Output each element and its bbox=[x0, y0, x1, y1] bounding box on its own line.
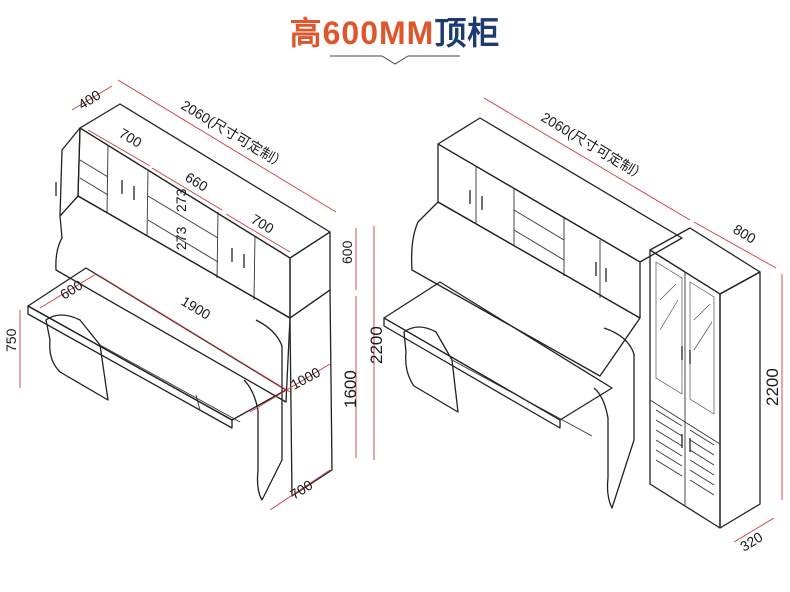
left-dim-bed-depth: 1000 bbox=[288, 364, 323, 393]
left-dim-top-height: 600 bbox=[339, 240, 355, 264]
title-underline bbox=[330, 55, 460, 65]
right-unit bbox=[383, 97, 783, 543]
page-title: 高600MM顶柜 bbox=[0, 8, 790, 54]
bookcase-side bbox=[719, 271, 761, 529]
right-desk-edge bbox=[383, 317, 561, 429]
left-unit bbox=[19, 79, 375, 511]
right-desk-leg bbox=[403, 326, 459, 413]
left-dim-desk-height: 750 bbox=[3, 328, 19, 352]
right-dim-total-height: 2200 bbox=[763, 368, 782, 406]
right-bed-front bbox=[410, 201, 641, 377]
bookcase-louvers bbox=[655, 409, 715, 496]
left-dim-lower-height: 1600 bbox=[341, 370, 360, 408]
left-bed-leg bbox=[243, 319, 283, 501]
left-dim-desk-depth: 600 bbox=[57, 276, 85, 302]
right-desk-top bbox=[383, 281, 613, 421]
title-dark: 顶柜 bbox=[434, 15, 501, 51]
left-dim-left-cab: 700 bbox=[116, 125, 144, 151]
left-bed-front bbox=[55, 195, 291, 403]
right-dim-bookcase-depth: 320 bbox=[737, 528, 765, 554]
title-accent: 高600MM bbox=[289, 15, 435, 51]
left-dim-right-cab: 700 bbox=[248, 211, 276, 237]
left-dim-shelf-b: 273 bbox=[173, 226, 189, 250]
left-side-panel bbox=[59, 127, 81, 217]
right-dim-bookcase-width: 800 bbox=[730, 221, 758, 247]
right-top-cabinet-top bbox=[437, 117, 683, 263]
left-dim-total-height: 2200 bbox=[367, 326, 386, 364]
right-top-cabinet-front bbox=[437, 143, 641, 319]
left-desk-edge bbox=[27, 305, 233, 429]
left-desk-leg bbox=[45, 314, 109, 401]
right-dim-width-top: 2060(尺寸可定制） bbox=[538, 109, 649, 184]
left-dim-depth-top: 400 bbox=[75, 86, 103, 112]
left-bed-side bbox=[289, 289, 333, 497]
left-dim-width-top: 2060(尺寸可定制） bbox=[178, 97, 289, 172]
left-dim-shelf-a: 273 bbox=[173, 188, 189, 212]
left-dim-desk-width: 1900 bbox=[178, 293, 213, 323]
right-bed-leg bbox=[593, 327, 635, 509]
left-top-cabinet-side bbox=[289, 231, 331, 319]
